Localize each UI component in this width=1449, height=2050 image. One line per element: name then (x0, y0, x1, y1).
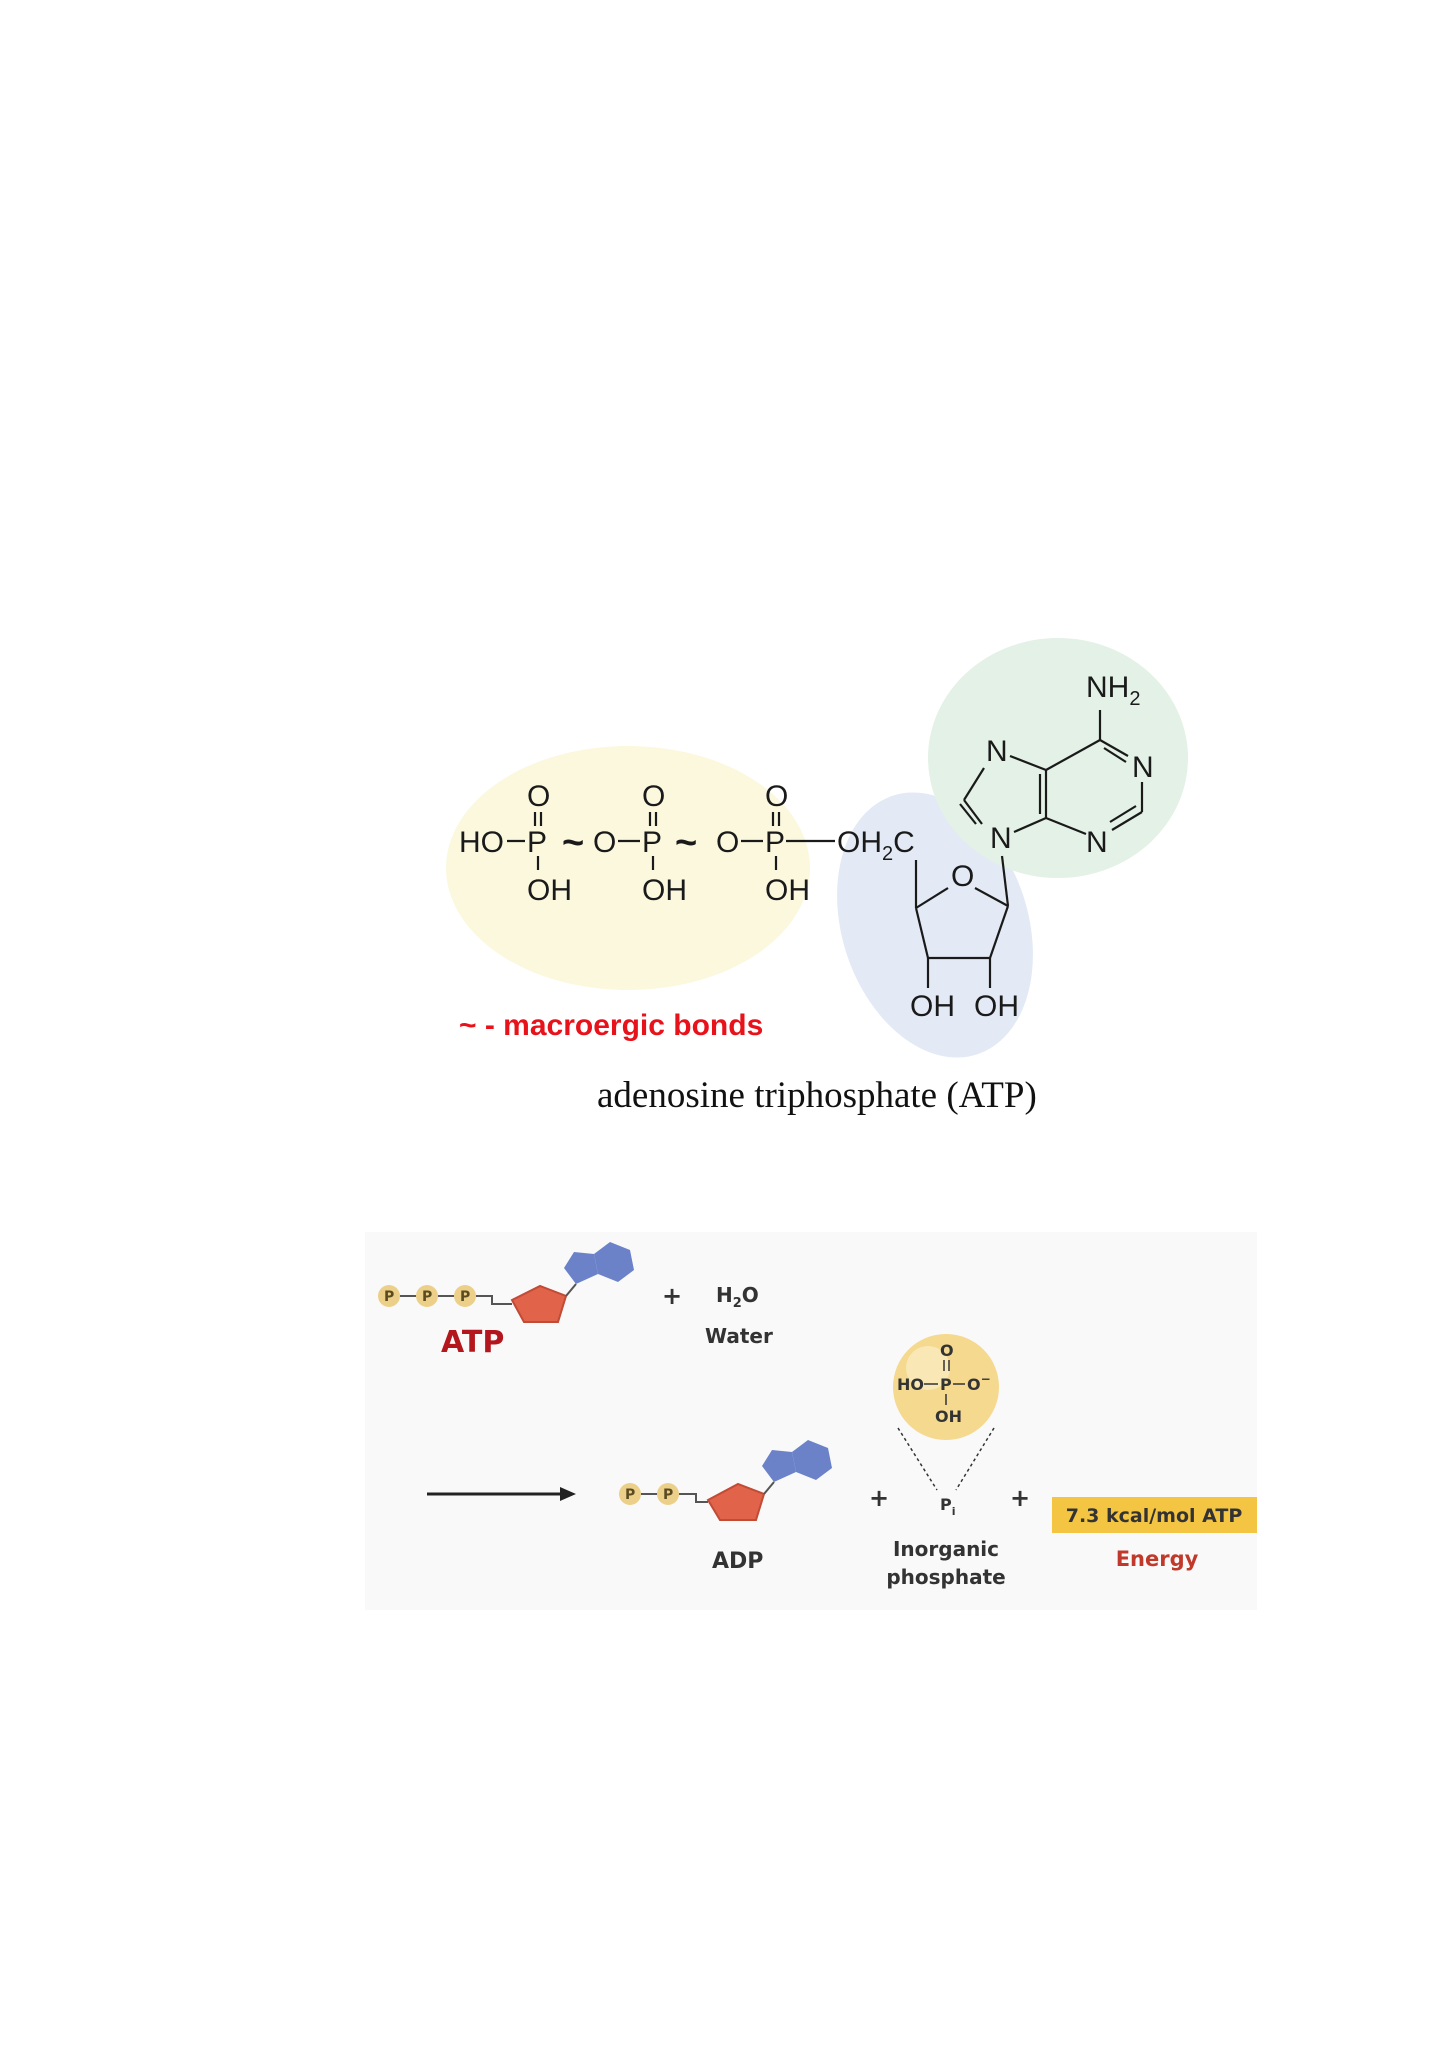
ribose-oh-left: OH (910, 990, 955, 1023)
water-label: Water (705, 1324, 773, 1348)
atp-base-ring5 (564, 1252, 598, 1284)
atp-p1: P (384, 1289, 394, 1305)
inorganic-phosphate: O HO P O− OH Pi Inorganic phosphate (886, 1334, 1006, 1589)
o2-top-label: O (642, 780, 665, 813)
phosphate-o-minus: O− (967, 1372, 991, 1394)
water-formula: H2O (716, 1283, 759, 1311)
atp-p3: P (460, 1289, 470, 1305)
phosphate-ho: HO (897, 1375, 924, 1394)
energy-label: Energy (1116, 1547, 1199, 1571)
n3-label: N (1086, 826, 1108, 859)
n7-label: N (986, 735, 1008, 768)
adp-ribose (706, 1482, 766, 1521)
phosphate-o-top: O (940, 1341, 954, 1360)
o3-top-label: O (765, 780, 788, 813)
phosphate-p: P (940, 1375, 952, 1394)
o1-top-label: O (527, 780, 550, 813)
adp-p2: P (663, 1487, 673, 1503)
reaction-background (365, 1232, 1257, 1610)
reaction-arrowhead (560, 1487, 576, 1501)
oh2-label: OH (642, 874, 687, 907)
ribose-o-label: O (951, 860, 974, 893)
p3-label: P (765, 826, 785, 859)
adp-label: ADP (712, 1549, 763, 1574)
plus-phosphate: + (869, 1484, 889, 1512)
atp-base-ring6 (594, 1242, 634, 1282)
n1-label: N (1132, 751, 1154, 784)
energy-box (1052, 1497, 1257, 1533)
atp-label: ATP (441, 1325, 504, 1360)
adp-base-ring6 (792, 1440, 832, 1480)
phosphate-label-line2: phosphate (886, 1565, 1005, 1589)
hydrolysis-panel: P P P ATP + H2O Water P P (365, 1232, 1257, 1610)
ribose-oh-right: OH (974, 990, 1019, 1023)
oh1-label: OH (527, 874, 572, 907)
phosphate-oh: OH (935, 1407, 962, 1426)
atp-schematic: P P P ATP (378, 1242, 634, 1360)
adp-schematic: P P ADP (619, 1440, 832, 1574)
ho-label: HO (459, 826, 504, 859)
atp-structure: HO P O OH ~ O P O OH ~ O P O OH OH2C O (446, 638, 1188, 1116)
plus-water: + (662, 1282, 682, 1310)
p2-label: P (642, 826, 662, 859)
atp-p2: P (422, 1289, 432, 1305)
o-bridge-1: O (593, 826, 616, 859)
oh2c-label: OH2C (837, 826, 915, 865)
plus-energy: + (1010, 1484, 1030, 1512)
nh2-label: NH2 (1086, 671, 1140, 710)
structure-caption: adenosine triphosphate (ATP) (597, 1075, 1037, 1116)
phosphate-label-line1: Inorganic (893, 1537, 999, 1561)
adp-base-ring5 (762, 1450, 796, 1482)
macroergic-bond-1: ~ (562, 822, 584, 864)
ribose-region (837, 792, 1033, 1058)
base-region (928, 638, 1188, 878)
n9-label: N (990, 822, 1012, 855)
pi-label: Pi (940, 1495, 956, 1518)
atp-ribose (510, 1284, 568, 1323)
p1-label: P (527, 826, 547, 859)
o-bridge-2: O (716, 826, 739, 859)
oh3-label: OH (765, 874, 810, 907)
energy-value: 7.3 kcal/mol ATP (1066, 1505, 1243, 1527)
macroergic-legend: ~ - macroergic bonds (459, 1009, 763, 1042)
phosphate-region (446, 746, 810, 990)
adp-p1: P (625, 1487, 635, 1503)
macroergic-bond-2: ~ (675, 822, 697, 864)
